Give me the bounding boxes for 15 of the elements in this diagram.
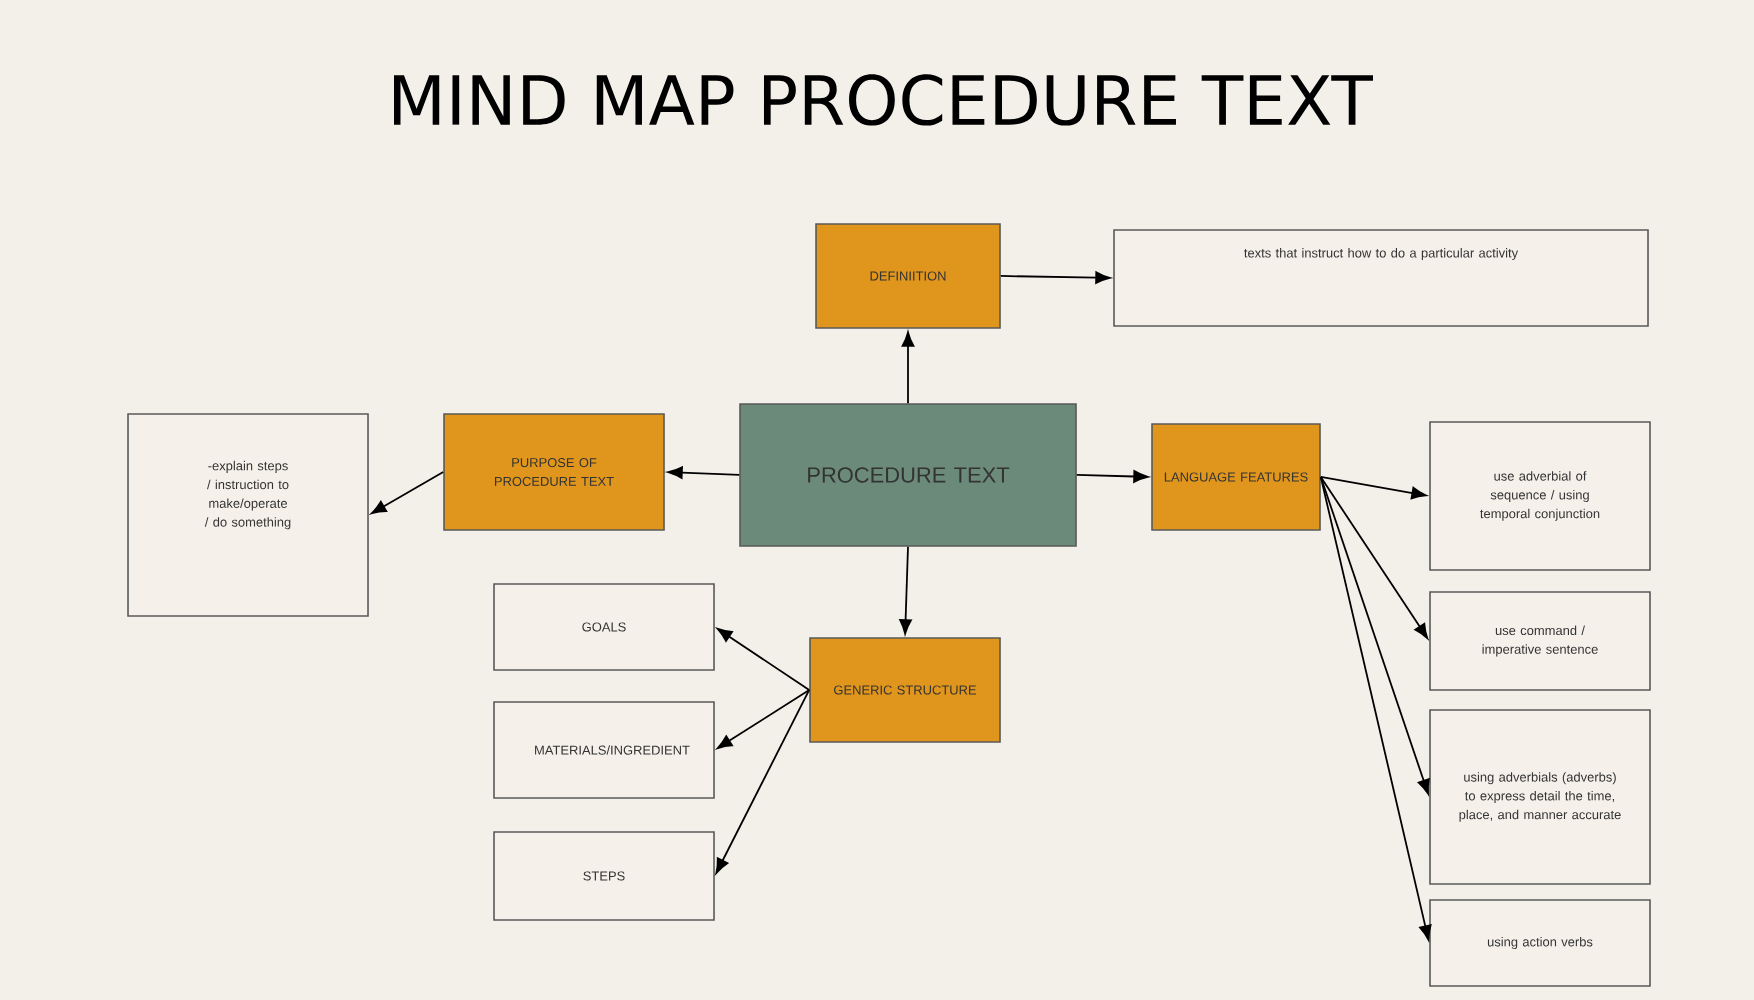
title: MIND MAP PROCEDURE TEXT — [394, 74, 1373, 126]
arrow — [999, 271, 1111, 284]
main-box: PROCEDURE TEXT — [739, 403, 1077, 547]
arrow — [371, 471, 445, 515]
arrow — [716, 689, 811, 749]
arrow — [899, 545, 912, 635]
arrow — [716, 628, 811, 691]
arrow — [1319, 476, 1427, 500]
arrow — [1075, 470, 1149, 483]
arrow — [1319, 476, 1430, 795]
arrow — [1319, 476, 1429, 639]
arrow — [901, 331, 915, 405]
arrow — [715, 689, 811, 874]
arrow — [1319, 476, 1432, 941]
arrow — [667, 466, 741, 479]
